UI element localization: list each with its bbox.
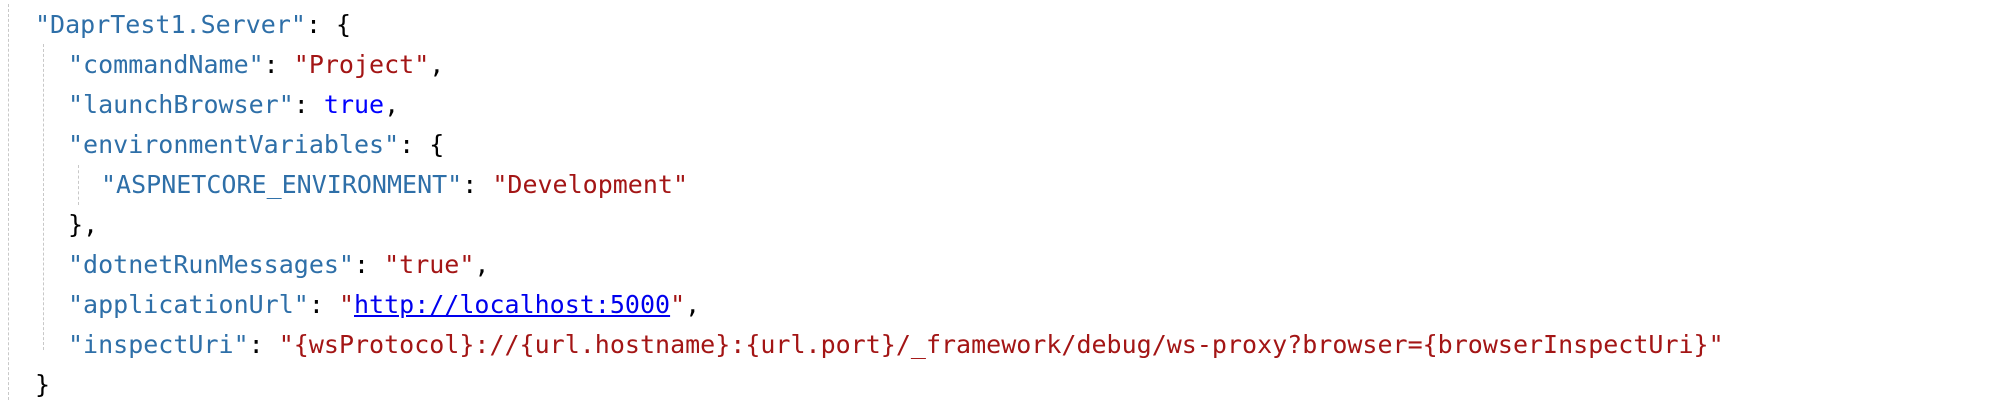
- code-line-7: "dotnetRunMessages": "true",: [68, 245, 489, 285]
- json-string-value: "Project": [293, 50, 430, 79]
- json-key: "inspectUri": [68, 330, 249, 359]
- code-line-9: "inspectUri": "{wsProtocol}://{url.hostn…: [68, 325, 1724, 365]
- json-punctuation: ,: [474, 250, 490, 279]
- json-key: "dotnetRunMessages": [68, 250, 354, 279]
- code-line-6: },: [68, 205, 98, 245]
- json-string-value: "Development": [492, 170, 689, 199]
- json-punctuation: : {: [305, 10, 352, 39]
- indent-guide-level-0: [8, 4, 9, 400]
- json-punctuation: :: [308, 290, 339, 319]
- json-key: "ASPNETCORE_ENVIRONMENT": [101, 170, 463, 199]
- indent-guide-level-1: [43, 44, 44, 350]
- json-string-value: "{wsProtocol}://{url.hostname}:{url.port…: [278, 330, 1724, 359]
- json-key: "DaprTest1.Server": [35, 10, 306, 39]
- json-punctuation: :: [462, 170, 493, 199]
- json-punctuation: :: [263, 50, 294, 79]
- code-line-1: "DaprTest1.Server": {: [35, 5, 351, 45]
- json-punctuation: : {: [399, 130, 445, 159]
- json-punctuation: ,: [685, 290, 701, 319]
- json-key: "commandName": [68, 50, 264, 79]
- code-line-8: "applicationUrl": "http://localhost:5000…: [68, 285, 700, 325]
- json-punctuation: },: [68, 210, 99, 239]
- application-url-link[interactable]: http://localhost:5000: [354, 290, 671, 319]
- json-key: "environmentVariables": [68, 130, 400, 159]
- json-boolean-value: true: [323, 90, 385, 119]
- code-line-4: "environmentVariables": {: [68, 125, 444, 165]
- json-punctuation: ,: [429, 50, 445, 79]
- json-string-quote: ": [670, 290, 686, 319]
- code-line-5: "ASPNETCORE_ENVIRONMENT": "Development": [101, 165, 688, 205]
- code-line-2: "commandName": "Project",: [68, 45, 444, 85]
- json-punctuation: :: [248, 330, 279, 359]
- json-punctuation: }: [35, 370, 51, 399]
- code-line-10: }: [35, 365, 50, 405]
- json-string-value: "true": [384, 250, 475, 279]
- indent-guide-level-2: [78, 165, 79, 205]
- json-key: "applicationUrl": [68, 290, 309, 319]
- json-punctuation: :: [293, 90, 324, 119]
- json-punctuation: ,: [384, 90, 400, 119]
- json-punctuation: :: [353, 250, 385, 279]
- json-key: "launchBrowser": [68, 90, 294, 119]
- code-line-3: "launchBrowser": true,: [68, 85, 399, 125]
- json-string-quote: ": [338, 290, 354, 319]
